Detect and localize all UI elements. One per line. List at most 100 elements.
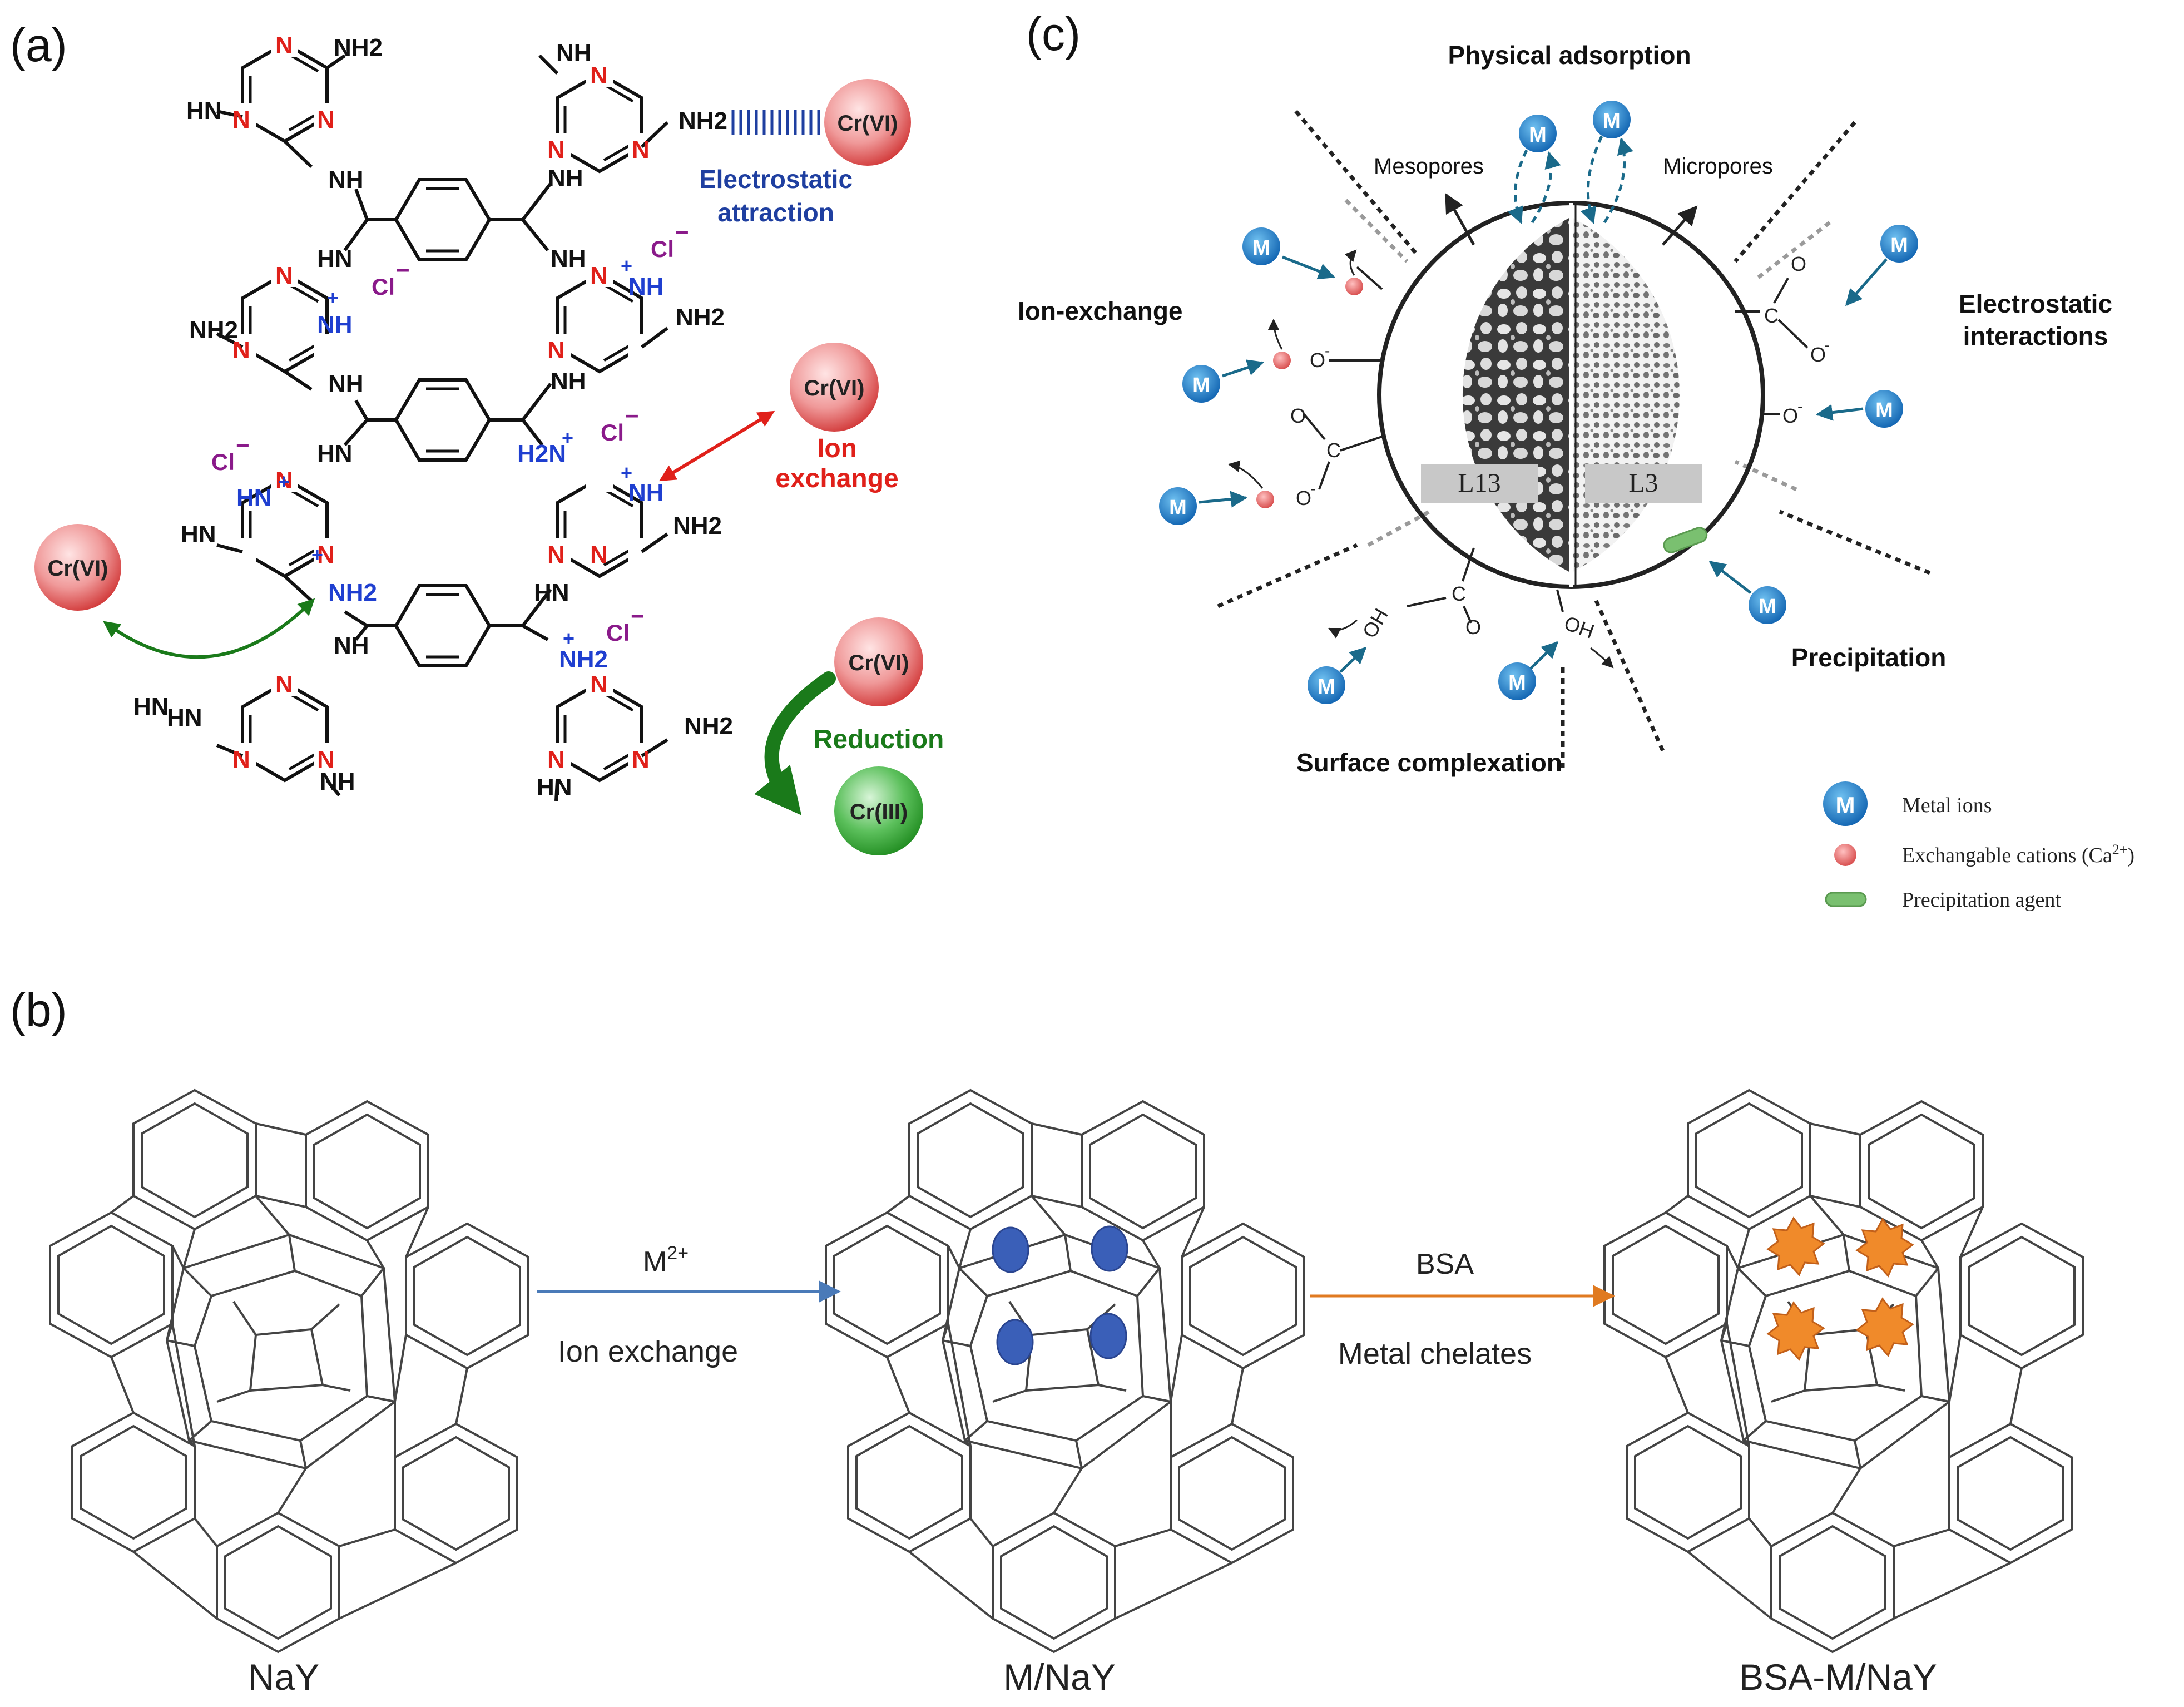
bsa-chelate [1766, 1301, 1825, 1361]
benzene-ring [396, 586, 489, 666]
zeolite-bsa-m-nay [1603, 1089, 2084, 1653]
group-label: C [1764, 304, 1779, 327]
cation-release-arrows [1227, 249, 1614, 669]
cr6-sphere [34, 524, 121, 611]
atom-n: N [275, 671, 293, 698]
bsa-chelate [1855, 1297, 1914, 1357]
protonated-sites: NH + NH + H2N + NH + HN + + NH2 NH2 + [236, 254, 664, 673]
svg-text:M: M [1759, 595, 1776, 619]
group-label: - [1325, 342, 1330, 359]
micropores-label: Micropores [1663, 154, 1773, 179]
cr6-sphere [790, 343, 879, 432]
atom-n: N [317, 106, 335, 133]
svg-text:M: M [1192, 374, 1210, 397]
sample-tag [1421, 464, 1538, 503]
electrostatic-label: interactions [1963, 321, 2108, 350]
group-label: - [1824, 337, 1829, 354]
chloride-ion: Cl [651, 236, 674, 262]
zeolite-nay [49, 1089, 529, 1653]
metal-arrows [1199, 255, 1888, 673]
atom-n: N [317, 541, 335, 568]
atom-label: HN [534, 579, 569, 606]
metal-ion: M [1498, 662, 1536, 700]
metal-ion: M [1880, 225, 1918, 263]
green-double-arrow [103, 598, 315, 659]
arrow-top-label: M2+ [643, 1243, 689, 1278]
atom-label: NH [548, 165, 583, 192]
atom-label: NH [320, 768, 355, 795]
cation [1345, 278, 1363, 295]
reduction-label: Reduction [814, 725, 944, 754]
cr6-label: Cr(VI) [48, 556, 108, 581]
svg-text:M: M [1508, 671, 1526, 695]
charge-plus: + [621, 254, 632, 277]
metal-ion [996, 1319, 1034, 1365]
svg-text:M: M [1890, 234, 1908, 257]
group-label: O [1782, 404, 1798, 427]
atom-n: N [232, 337, 250, 364]
metal-ions: M M M M M M M M M M [1159, 101, 1918, 704]
atom-label: NH2 [334, 34, 383, 61]
electrostatic-label: Electrostatic [1959, 289, 2112, 318]
cr6-label: Cr(VI) [804, 376, 865, 400]
precipitation-swatch [1825, 892, 1867, 907]
sorbent-sphere: L13 L3 [1377, 201, 1765, 589]
bonds [216, 54, 669, 801]
metal-ion: M [1159, 487, 1197, 525]
svg-text:M: M [1318, 675, 1335, 699]
arrow-top-label: BSA [1416, 1248, 1474, 1280]
step-name: M/NaY [1003, 1656, 1116, 1698]
chloride-ion: Cl [211, 449, 235, 475]
group-label: C [1326, 439, 1341, 462]
metal-ion: M [1182, 365, 1220, 403]
atom-h2n-plus: H2N [517, 440, 566, 467]
exchangeable-cations [1256, 278, 1363, 508]
physical-adsorption-label: Physical adsorption [1448, 41, 1691, 70]
atom-labels: NH2 HN NH HN NH2 NH HN HN NH HN NH NH NH… [133, 34, 733, 801]
atom-n: N [547, 337, 565, 364]
sector-dividers-faint [1344, 199, 1831, 547]
panel-a: (a) [10, 19, 944, 855]
group-label: O [1791, 253, 1806, 275]
svg-text:M: M [1169, 496, 1187, 519]
cr6-sphere [824, 79, 911, 166]
mesopores-label: Mesopores [1374, 154, 1484, 179]
legend-label: Precipitation agent [1902, 888, 2061, 912]
electrostatic-hatch [731, 110, 820, 135]
atom-nh2-plus: NH2 [328, 579, 377, 606]
charge-plus: + [311, 543, 323, 566]
surface-complexation-label: Surface complexation [1296, 748, 1562, 777]
electrostatic-label: attraction [717, 198, 834, 227]
metal-ion: M [1593, 101, 1631, 138]
group-label: O [1465, 616, 1481, 639]
cation [1256, 491, 1274, 508]
ion-exchange-label: Ion [817, 434, 857, 463]
sample-label: L13 [1458, 468, 1500, 498]
charge-minus: − [625, 403, 639, 429]
precipitation-agent [1663, 527, 1708, 553]
arrow-ion-exchange: M2+ Ion exchange [537, 1243, 841, 1368]
ion-exchange-label: exchange [775, 464, 898, 493]
atom-label: HN [181, 521, 216, 548]
pore-labels: Mesopores Micropores [1374, 154, 1773, 179]
panel-b-label: (b) [10, 984, 67, 1036]
atom-nh-plus: NH [317, 311, 353, 338]
surface-bonds [1303, 266, 1809, 624]
metal-ion: M [1308, 666, 1345, 704]
bsa-chelates [1766, 1216, 1914, 1361]
atom-n: N [590, 671, 608, 698]
group-label: O [1296, 487, 1311, 509]
reduction-arrow [754, 671, 836, 815]
atom-label: NH2 [676, 304, 725, 331]
arrow-bottom-label: Ion exchange [558, 1335, 738, 1368]
panel-c-label: (c) [1026, 8, 1081, 60]
atom-label: NH [328, 370, 364, 398]
atom-n: N [632, 136, 650, 164]
atom-nh-plus: NH [628, 479, 664, 506]
atom-label: HN [317, 440, 353, 467]
microporous-half [1571, 217, 1680, 573]
arrow-bottom-label: Metal chelates [1338, 1337, 1532, 1370]
charge-plus: + [278, 470, 290, 493]
panel-a-label: (a) [10, 19, 67, 71]
